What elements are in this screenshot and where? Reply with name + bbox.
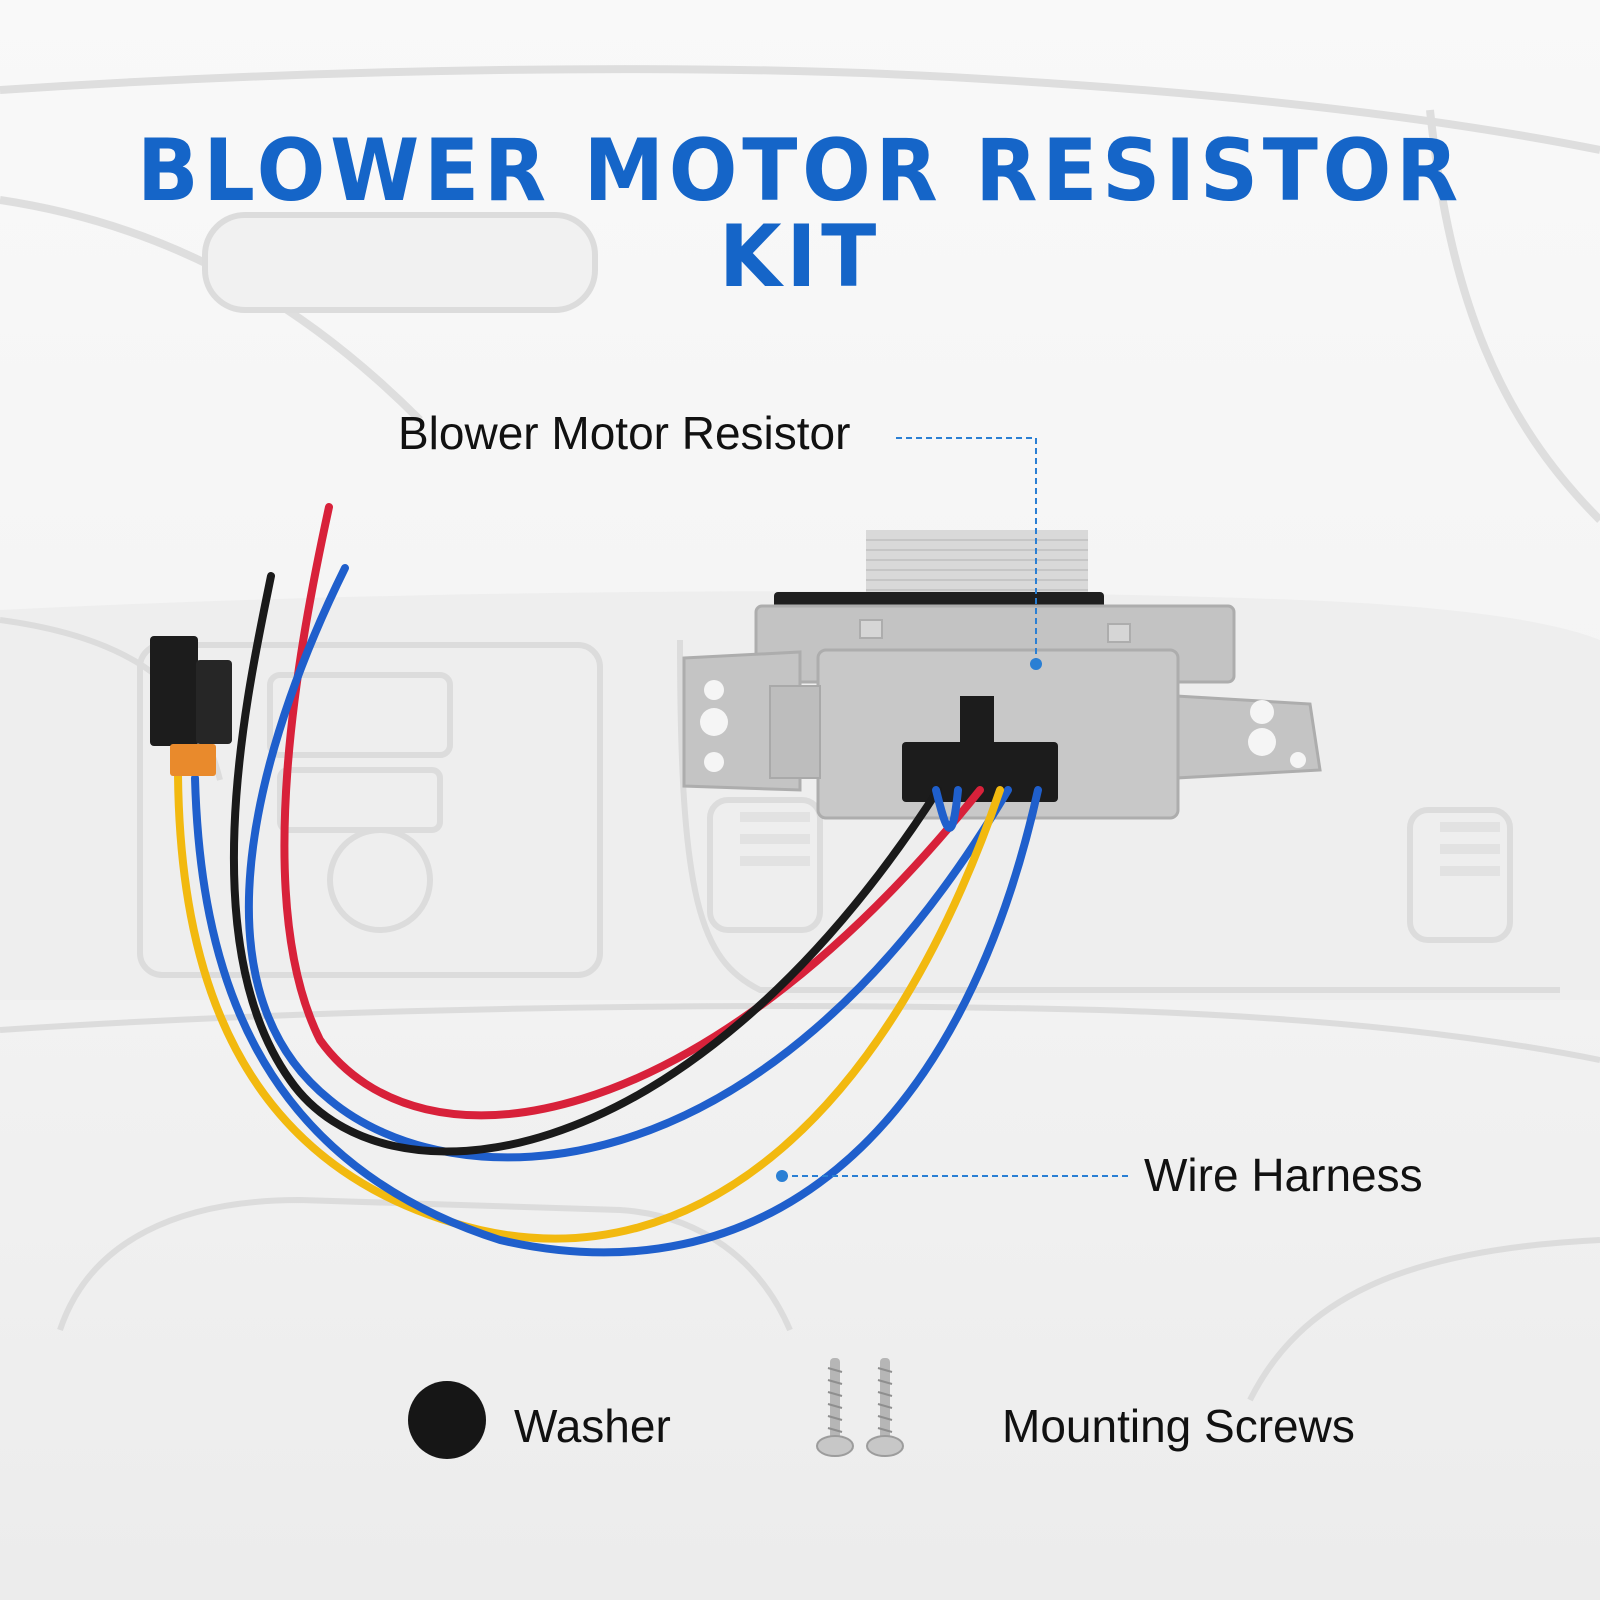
wire-harness-label: Wire Harness (1144, 1149, 1423, 1201)
page-title: BLOWER MOTOR RESISTOR KIT (137, 121, 1463, 307)
washer-icon (408, 1381, 486, 1459)
mounting-screws-icon (816, 1358, 904, 1457)
washer-label: Washer (514, 1400, 671, 1452)
harness-connector (150, 636, 232, 776)
mounting-screws-label: Mounting Screws (1002, 1400, 1355, 1452)
wire-harness (174, 503, 1042, 1257)
harness-leader-dot (776, 1170, 788, 1182)
rearview-mirror (202, 212, 598, 313)
resistor-leader-dot (1030, 658, 1042, 670)
callout-leaders (782, 437, 1132, 1177)
blower-motor-resistor (682, 530, 1322, 820)
resistor-label: Blower Motor Resistor (398, 407, 851, 459)
